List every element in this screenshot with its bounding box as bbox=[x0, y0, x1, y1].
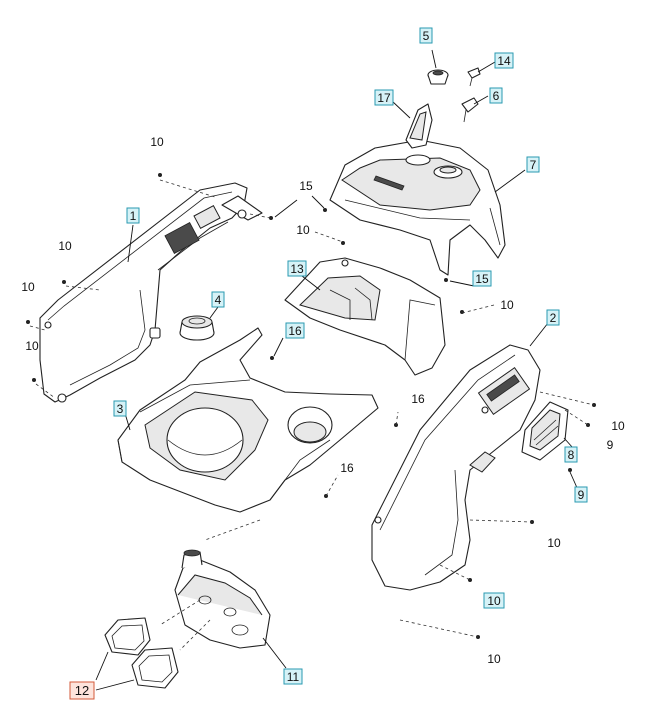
part-4-filler-cap[interactable] bbox=[179, 315, 215, 341]
part-2-right-side-panel[interactable] bbox=[371, 344, 541, 591]
callout-16b: 16 bbox=[411, 392, 425, 406]
part-6-clip[interactable] bbox=[461, 97, 479, 123]
callout-10g: 10 bbox=[611, 419, 625, 433]
callout-box-15[interactable] bbox=[472, 270, 492, 287]
callout-15a: 15 bbox=[299, 179, 313, 193]
part-12-filter-elements[interactable] bbox=[104, 617, 179, 689]
callout-labels: 1 2 3 4 5 6 7 8 9 10 11 12 13 14 15 16 1 bbox=[21, 27, 625, 700]
callout-box-3[interactable] bbox=[113, 400, 127, 417]
callout-box-16[interactable] bbox=[285, 322, 305, 339]
callout-14[interactable]: 14 bbox=[497, 54, 511, 68]
part-1-left-side-panel[interactable] bbox=[39, 182, 263, 403]
callout-box-10[interactable] bbox=[483, 592, 505, 609]
callout-10c: 10 bbox=[21, 280, 35, 294]
part-13-inner-fairing[interactable] bbox=[284, 257, 446, 376]
callout-box-6[interactable] bbox=[489, 87, 503, 104]
callout-7[interactable]: 7 bbox=[530, 158, 537, 172]
callout-16a[interactable]: 16 bbox=[288, 324, 302, 338]
callout-box-17[interactable] bbox=[374, 89, 394, 106]
callout-8[interactable]: 8 bbox=[568, 448, 575, 462]
callout-13[interactable]: 13 bbox=[290, 262, 304, 276]
callout-2[interactable]: 2 bbox=[550, 311, 557, 325]
callout-12[interactable]: 12 bbox=[75, 683, 89, 698]
callout-10d: 10 bbox=[25, 339, 39, 353]
callout-box-7[interactable] bbox=[526, 156, 540, 173]
leader-lines bbox=[29, 49, 595, 691]
callout-box-11[interactable] bbox=[283, 668, 303, 685]
callout-9b[interactable]: 9 bbox=[578, 488, 585, 502]
callout-6[interactable]: 6 bbox=[493, 89, 500, 103]
part-17-lens[interactable] bbox=[405, 103, 433, 149]
callout-box-4[interactable] bbox=[211, 291, 225, 308]
callout-box-9[interactable] bbox=[574, 486, 588, 503]
callout-box-1[interactable] bbox=[126, 207, 140, 224]
callout-box-2[interactable] bbox=[546, 309, 560, 326]
callout-10f: 10 bbox=[500, 298, 514, 312]
callout-1[interactable]: 1 bbox=[130, 209, 137, 223]
part-8-vent-grille[interactable] bbox=[521, 401, 569, 461]
part-11-air-box[interactable] bbox=[174, 549, 271, 649]
callout-3[interactable]: 3 bbox=[117, 402, 124, 416]
callout-box-8[interactable] bbox=[564, 446, 578, 463]
callout-10b: 10 bbox=[58, 239, 72, 253]
callout-15b[interactable]: 15 bbox=[475, 272, 489, 286]
callout-box-13[interactable] bbox=[287, 260, 307, 277]
callout-10j[interactable]: 10 bbox=[487, 594, 501, 608]
part-5-grommet[interactable] bbox=[427, 69, 449, 85]
callout-17[interactable]: 17 bbox=[377, 91, 391, 105]
callout-box-5[interactable] bbox=[419, 27, 433, 44]
callout-9a: 9 bbox=[607, 438, 614, 452]
callout-10e: 10 bbox=[296, 223, 310, 237]
callout-10h: 10 bbox=[547, 536, 561, 550]
part-14-pin[interactable] bbox=[467, 67, 481, 87]
callout-10i: 10 bbox=[487, 652, 501, 666]
callout-box-12[interactable] bbox=[69, 681, 95, 700]
part-7-upper-cowl[interactable] bbox=[329, 139, 506, 276]
callout-10a: 10 bbox=[150, 135, 164, 149]
callout-11[interactable]: 11 bbox=[287, 670, 300, 684]
callout-5[interactable]: 5 bbox=[423, 29, 430, 43]
part-3-console-floor[interactable] bbox=[117, 327, 379, 513]
callout-16c: 16 bbox=[340, 461, 354, 475]
callout-box-14[interactable] bbox=[494, 52, 514, 69]
callout-4[interactable]: 4 bbox=[215, 293, 222, 307]
